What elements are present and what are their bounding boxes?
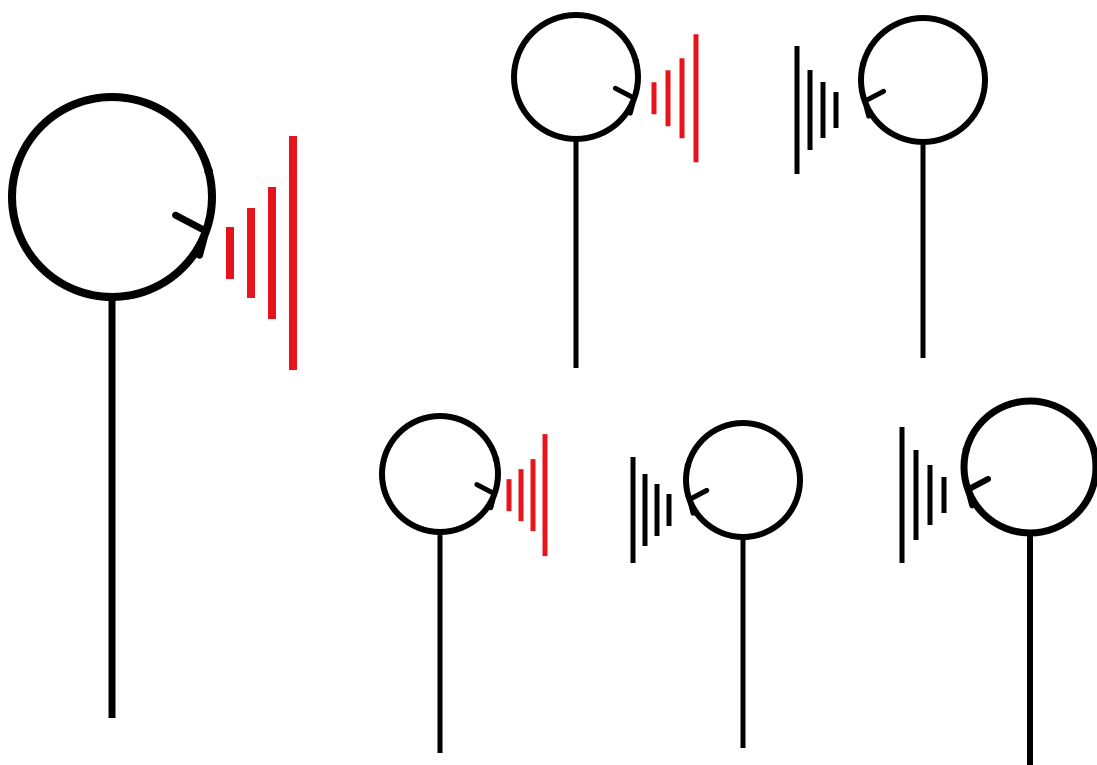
loop-notch [685,462,692,469]
loop-notch [633,58,640,65]
loop-notch [962,446,970,454]
loop-notch [204,167,213,176]
loop-notch [860,61,867,68]
loop-notch [493,456,500,463]
